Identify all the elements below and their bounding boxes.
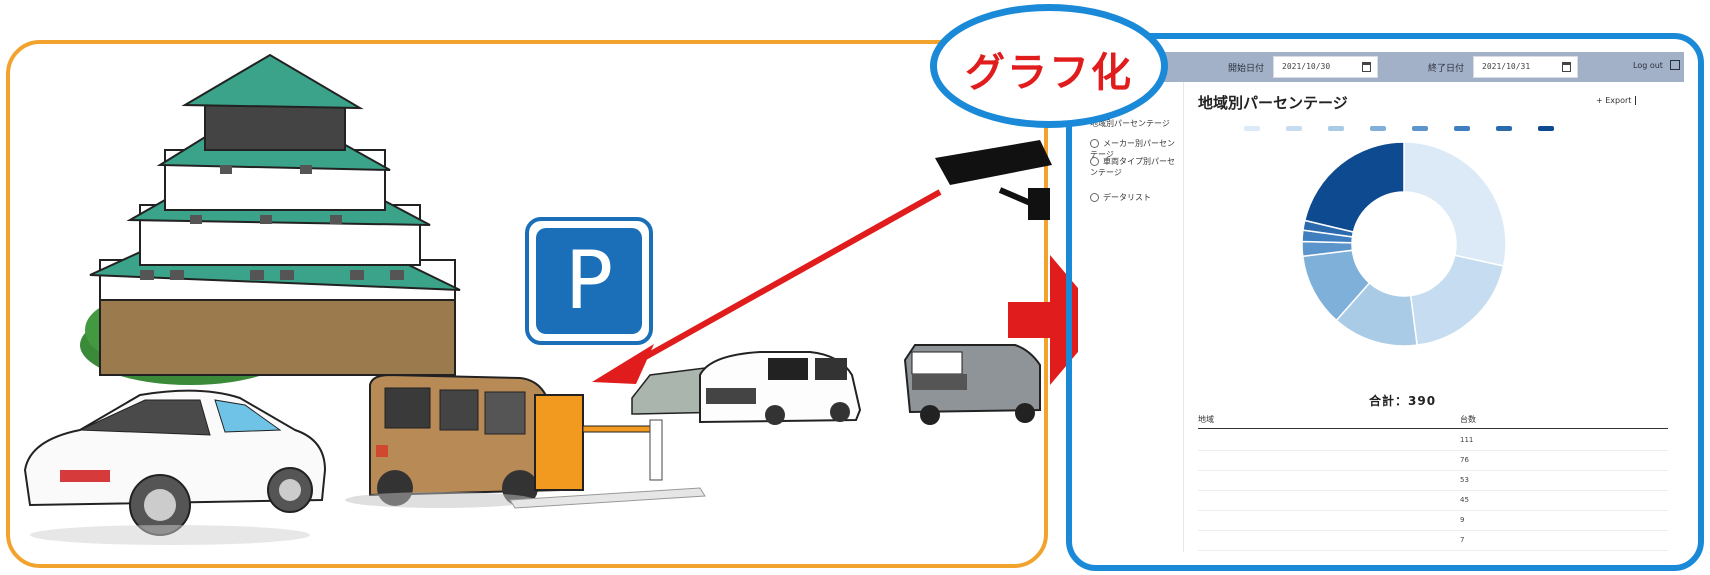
table-cell-count: 76 bbox=[1460, 456, 1469, 464]
sidebar-item-vehicle-type[interactable]: 車両タイプ別パーセンテージ bbox=[1090, 156, 1182, 178]
page-title: 地域別パーセンテージ bbox=[1198, 94, 1348, 112]
donut-slice bbox=[1403, 141, 1507, 267]
table-header-count: 台数 bbox=[1460, 415, 1476, 424]
detection-arrow-icon bbox=[592, 189, 942, 384]
table-header-rule bbox=[1198, 428, 1668, 429]
parked-cars-illustration bbox=[631, 344, 1041, 425]
parking-gate-illustration bbox=[509, 394, 706, 509]
circle-icon bbox=[1090, 193, 1099, 202]
start-date-input[interactable]: 2021/10/30 bbox=[1273, 56, 1378, 78]
export-button[interactable]: + Export bbox=[1596, 96, 1637, 105]
dashboard-topbar: 開始日付 2021/10/30 終了日付 2021/10/31 Log out bbox=[1078, 52, 1684, 82]
table-row: 7 bbox=[1198, 530, 1668, 551]
callout-ellipse bbox=[930, 4, 1168, 128]
chart-total: 合計：390 bbox=[1369, 394, 1437, 408]
legend-swatch bbox=[1454, 126, 1470, 131]
white-sedan-illustration bbox=[23, 389, 327, 545]
security-camera-icon bbox=[935, 140, 1052, 220]
sidebar-item-label: 地域別パーセンテージ bbox=[1090, 119, 1170, 128]
end-date-input[interactable]: 2021/10/31 bbox=[1473, 56, 1578, 78]
dashboard-sidebar: 地域別パーセンテージ メーカー別パーセンテージ 車両タイプ別パーセンテージ デー… bbox=[1078, 82, 1184, 552]
brown-van-illustration bbox=[345, 373, 561, 508]
table-cell-count: 9 bbox=[1460, 516, 1465, 524]
table-cell-count: 45 bbox=[1460, 496, 1469, 504]
logout-button[interactable]: Log out bbox=[1633, 61, 1663, 70]
parking-sign-illustration bbox=[525, 217, 653, 345]
flow-arrow-icon bbox=[1008, 255, 1105, 385]
sidebar-item-label: メーカー別パーセンテージ bbox=[1090, 139, 1175, 159]
export-label: Export bbox=[1605, 96, 1632, 105]
sidebar-item-maker[interactable]: メーカー別パーセンテージ bbox=[1090, 138, 1182, 160]
legend-swatch bbox=[1496, 126, 1512, 131]
table-row: 53 bbox=[1198, 470, 1668, 491]
legend-swatch bbox=[1370, 126, 1386, 131]
castle-illustration bbox=[80, 53, 461, 385]
logout-icon[interactable] bbox=[1670, 60, 1680, 70]
sidebar-item-data-list[interactable]: データリスト bbox=[1090, 192, 1182, 203]
circle-icon bbox=[1090, 139, 1099, 148]
sidebar-item-label: 車両タイプ別パーセンテージ bbox=[1090, 157, 1175, 177]
dashboard-panel bbox=[1066, 33, 1704, 571]
donut-chart bbox=[1301, 141, 1507, 347]
calendar-icon[interactable] bbox=[1362, 62, 1371, 72]
legend-swatch bbox=[1412, 126, 1428, 131]
table-cell-count: 53 bbox=[1460, 476, 1469, 484]
circle-icon bbox=[1090, 157, 1099, 166]
table-row: 111 bbox=[1198, 430, 1668, 451]
dashboard-screenshot: 開始日付 2021/10/30 終了日付 2021/10/31 Log out … bbox=[1078, 52, 1684, 552]
legend-swatch bbox=[1328, 126, 1344, 131]
sidebar-item-label: データリスト bbox=[1103, 193, 1151, 202]
end-date-label: 終了日付 bbox=[1428, 64, 1465, 74]
table-row: 9 bbox=[1198, 510, 1668, 531]
table-cell-count: 7 bbox=[1460, 536, 1465, 544]
chart-legend bbox=[1244, 124, 1644, 134]
end-date-value: 2021/10/31 bbox=[1482, 62, 1531, 71]
table-row: 76 bbox=[1198, 450, 1668, 471]
start-date-label: 開始日付 bbox=[1228, 64, 1265, 74]
legend-swatch bbox=[1286, 126, 1302, 131]
calendar-icon[interactable] bbox=[1562, 62, 1571, 72]
donut-slice bbox=[1409, 254, 1505, 346]
parking-sign-letter: P bbox=[564, 234, 614, 327]
legend-swatch bbox=[1538, 126, 1554, 131]
table-header-region: 地域 bbox=[1198, 415, 1214, 424]
sidebar-item-region[interactable]: 地域別パーセンテージ bbox=[1090, 118, 1182, 129]
callout-text: グラフ化 bbox=[965, 50, 1133, 96]
dashboard-main: 地域別パーセンテージ + Export 合計：390 地域 台数 111 76 53… bbox=[1184, 82, 1684, 552]
donut-slice bbox=[1303, 141, 1405, 233]
table-cell-count: 111 bbox=[1460, 436, 1474, 444]
legend-swatch bbox=[1244, 126, 1260, 131]
table-row: 45 bbox=[1198, 490, 1668, 511]
start-date-value: 2021/10/30 bbox=[1282, 62, 1331, 71]
